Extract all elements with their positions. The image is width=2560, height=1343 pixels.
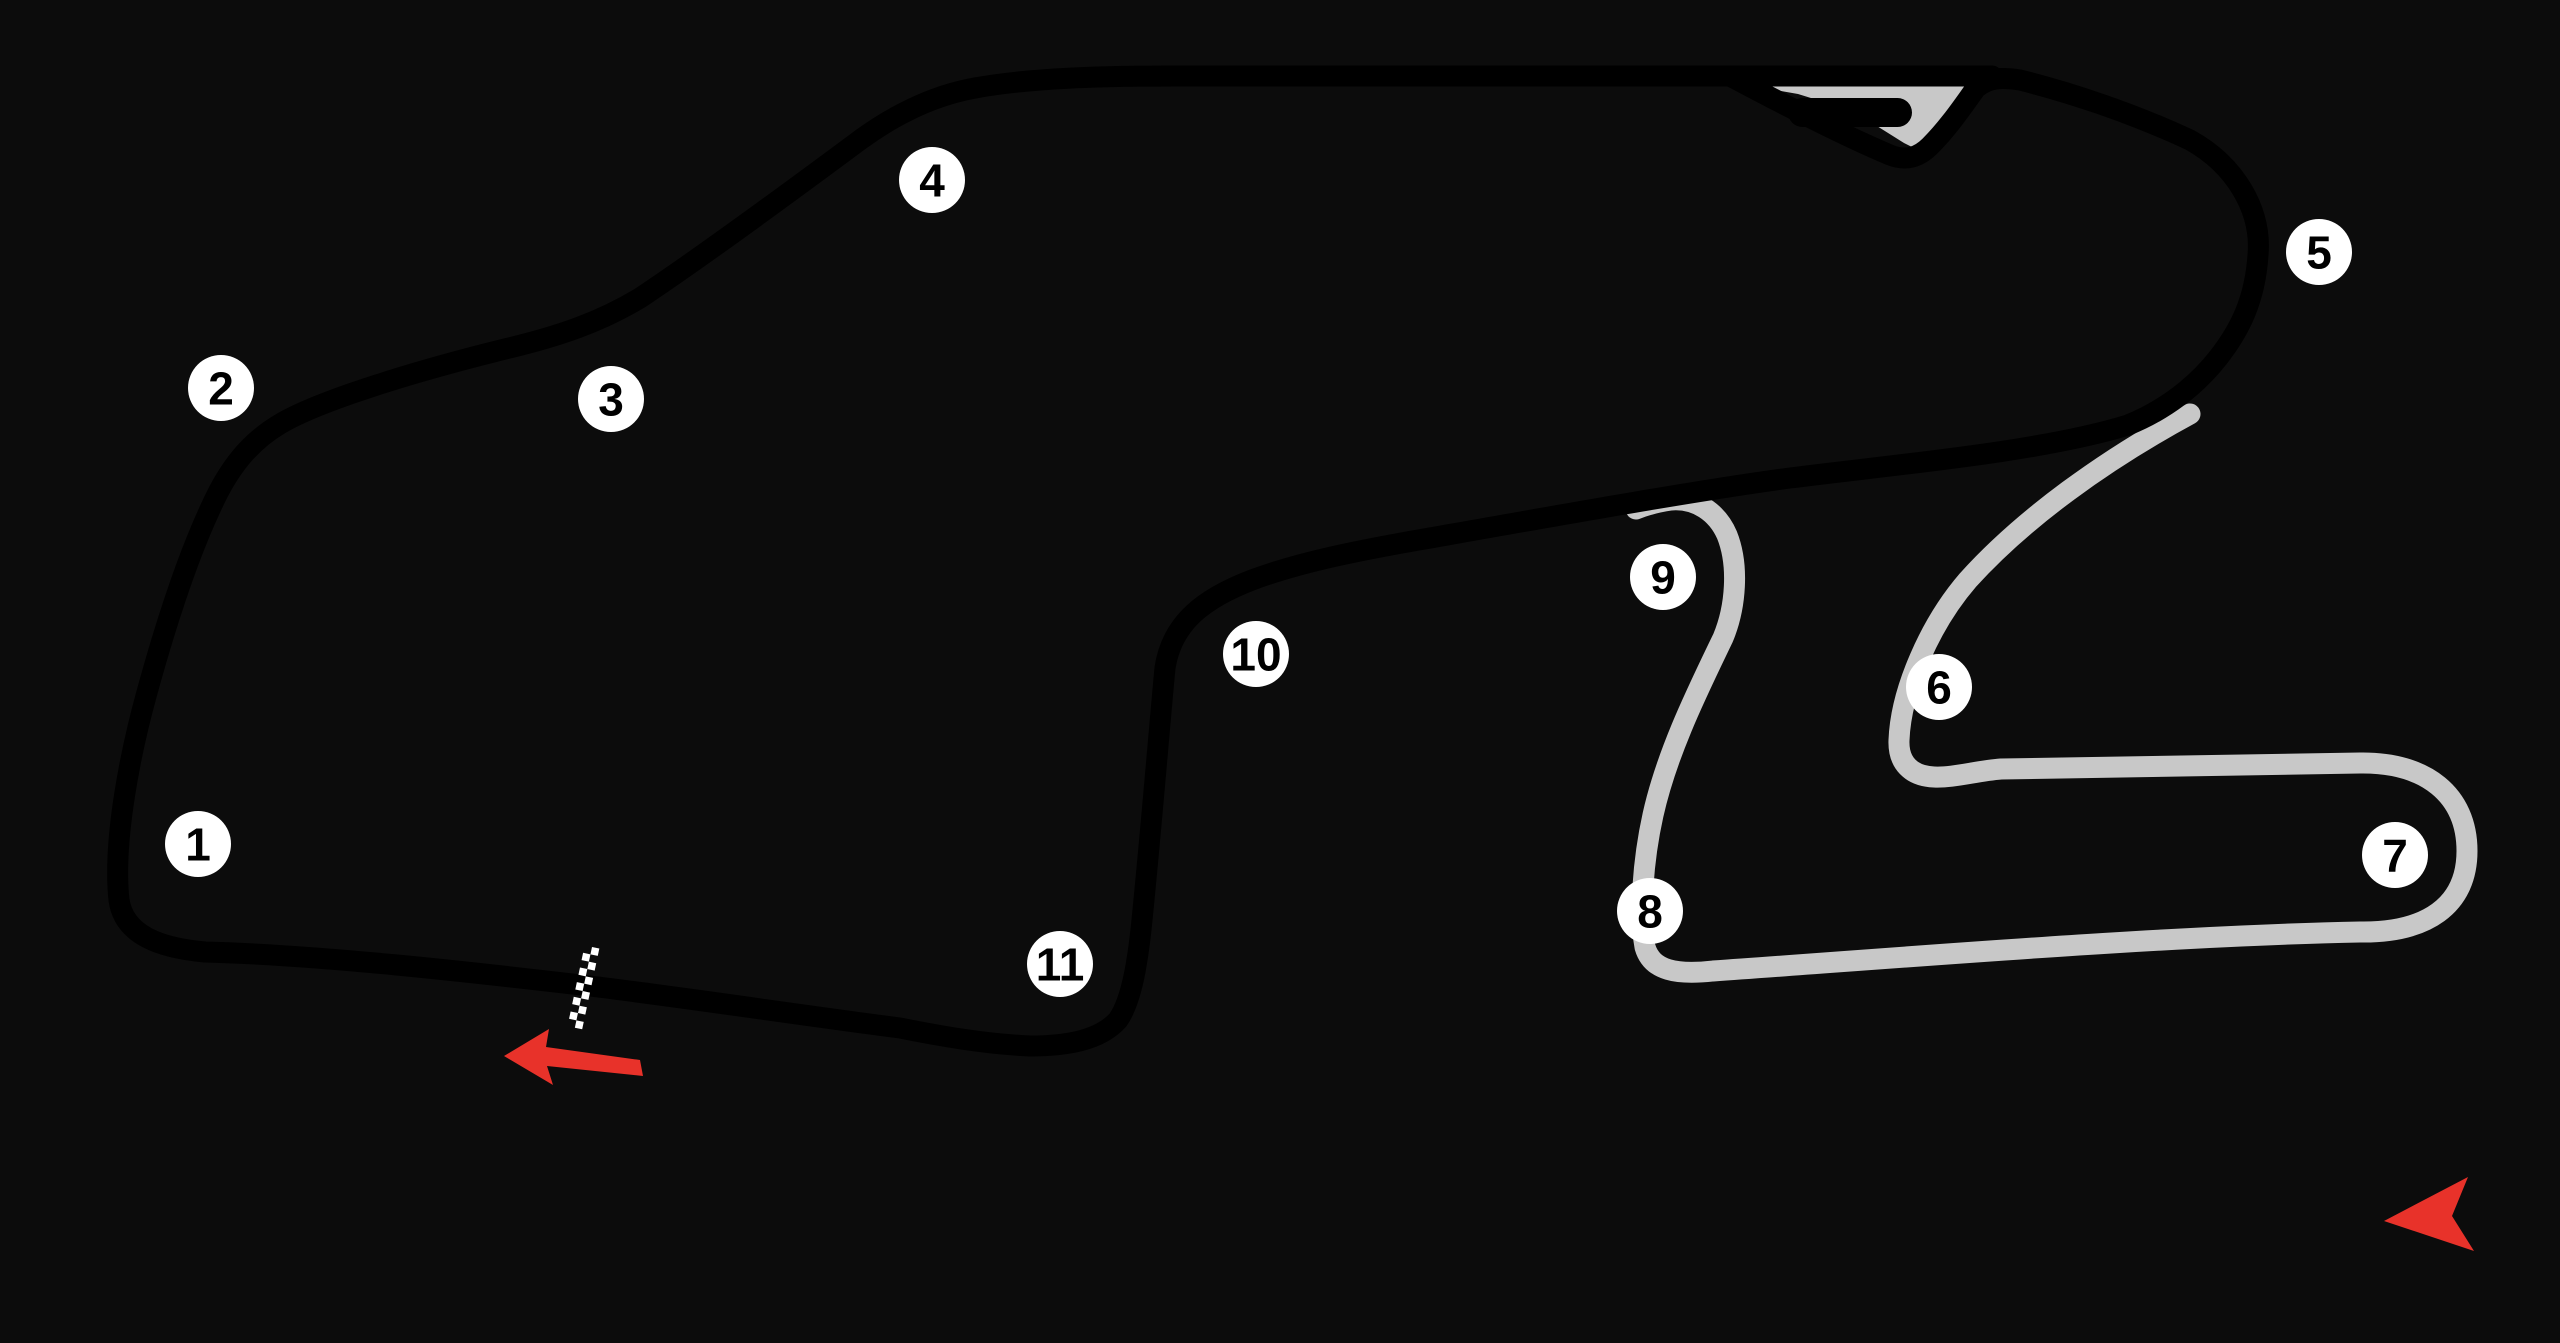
turn-marker-circle — [1906, 654, 1972, 720]
turn-marker-circle — [578, 366, 644, 432]
start-finish-checker-cell — [575, 982, 585, 992]
turn-marker-1: 1 — [165, 811, 231, 877]
turn-marker-label: 9 — [1650, 552, 1676, 604]
start-finish-checker-cell — [574, 1020, 584, 1030]
chicane-island — [1788, 98, 1912, 127]
turn-marker-10: 10 — [1223, 621, 1289, 687]
travel-direction-dart-icon — [2384, 1177, 2474, 1251]
turn-marker-circle — [899, 147, 965, 213]
turn-marker-9: 9 — [1630, 544, 1696, 610]
turn-marker-circle — [2362, 822, 2428, 888]
turn-marker-label: 6 — [1926, 662, 1952, 714]
start-finish-line — [569, 947, 600, 1030]
turn-marker-2: 2 — [188, 355, 254, 421]
turn-marker-4: 4 — [899, 147, 965, 213]
turn-markers: 1 2 3 4 5 6 7 — [165, 147, 2428, 997]
turn-marker-circle — [1630, 544, 1696, 610]
start-finish-checker-cell — [581, 952, 591, 962]
turn-marker-label: 2 — [208, 363, 234, 415]
start-finish-checker-cell — [587, 961, 597, 971]
turn-marker-circle — [1223, 621, 1289, 687]
turn-marker-circle — [165, 811, 231, 877]
turn-marker-label: 1 — [185, 819, 211, 871]
turn-marker-label: 10 — [1230, 629, 1281, 681]
start-finish-checker-cell — [590, 947, 600, 956]
main-track-path — [107, 65, 2269, 1057]
turn-marker-7: 7 — [2362, 822, 2428, 888]
turn-marker-label: 8 — [1637, 886, 1663, 938]
start-direction-arrow-icon — [504, 1029, 643, 1085]
start-finish-checker-cell — [572, 996, 582, 1006]
alternate-section-path — [1625, 403, 2478, 983]
turn-marker-5: 5 — [2286, 219, 2352, 285]
turn-marker-label: 4 — [919, 155, 945, 207]
turn-marker-11: 11 — [1027, 931, 1093, 997]
turn-marker-8: 8 — [1617, 878, 1683, 944]
chicane-infield-area — [1737, 86, 1977, 151]
turn-marker-3: 3 — [578, 366, 644, 432]
start-finish-checker-cell — [578, 967, 588, 977]
turn-marker-label: 5 — [2306, 227, 2332, 279]
turn-marker-circle — [1617, 878, 1683, 944]
turn-marker-circle — [188, 355, 254, 421]
start-finish-checker-cell — [577, 1005, 587, 1015]
turn-marker-label: 11 — [1036, 939, 1085, 991]
turn-marker-6: 6 — [1906, 654, 1972, 720]
start-finish-checker-cell — [569, 1011, 578, 1021]
start-finish-checker-cell — [581, 991, 590, 1000]
turn-marker-label: 7 — [2382, 830, 2408, 882]
turn-marker-label: 3 — [598, 374, 624, 426]
start-finish-checker-cell — [584, 976, 594, 986]
turn-marker-circle — [2286, 219, 2352, 285]
turn-marker-circle — [1027, 931, 1093, 997]
